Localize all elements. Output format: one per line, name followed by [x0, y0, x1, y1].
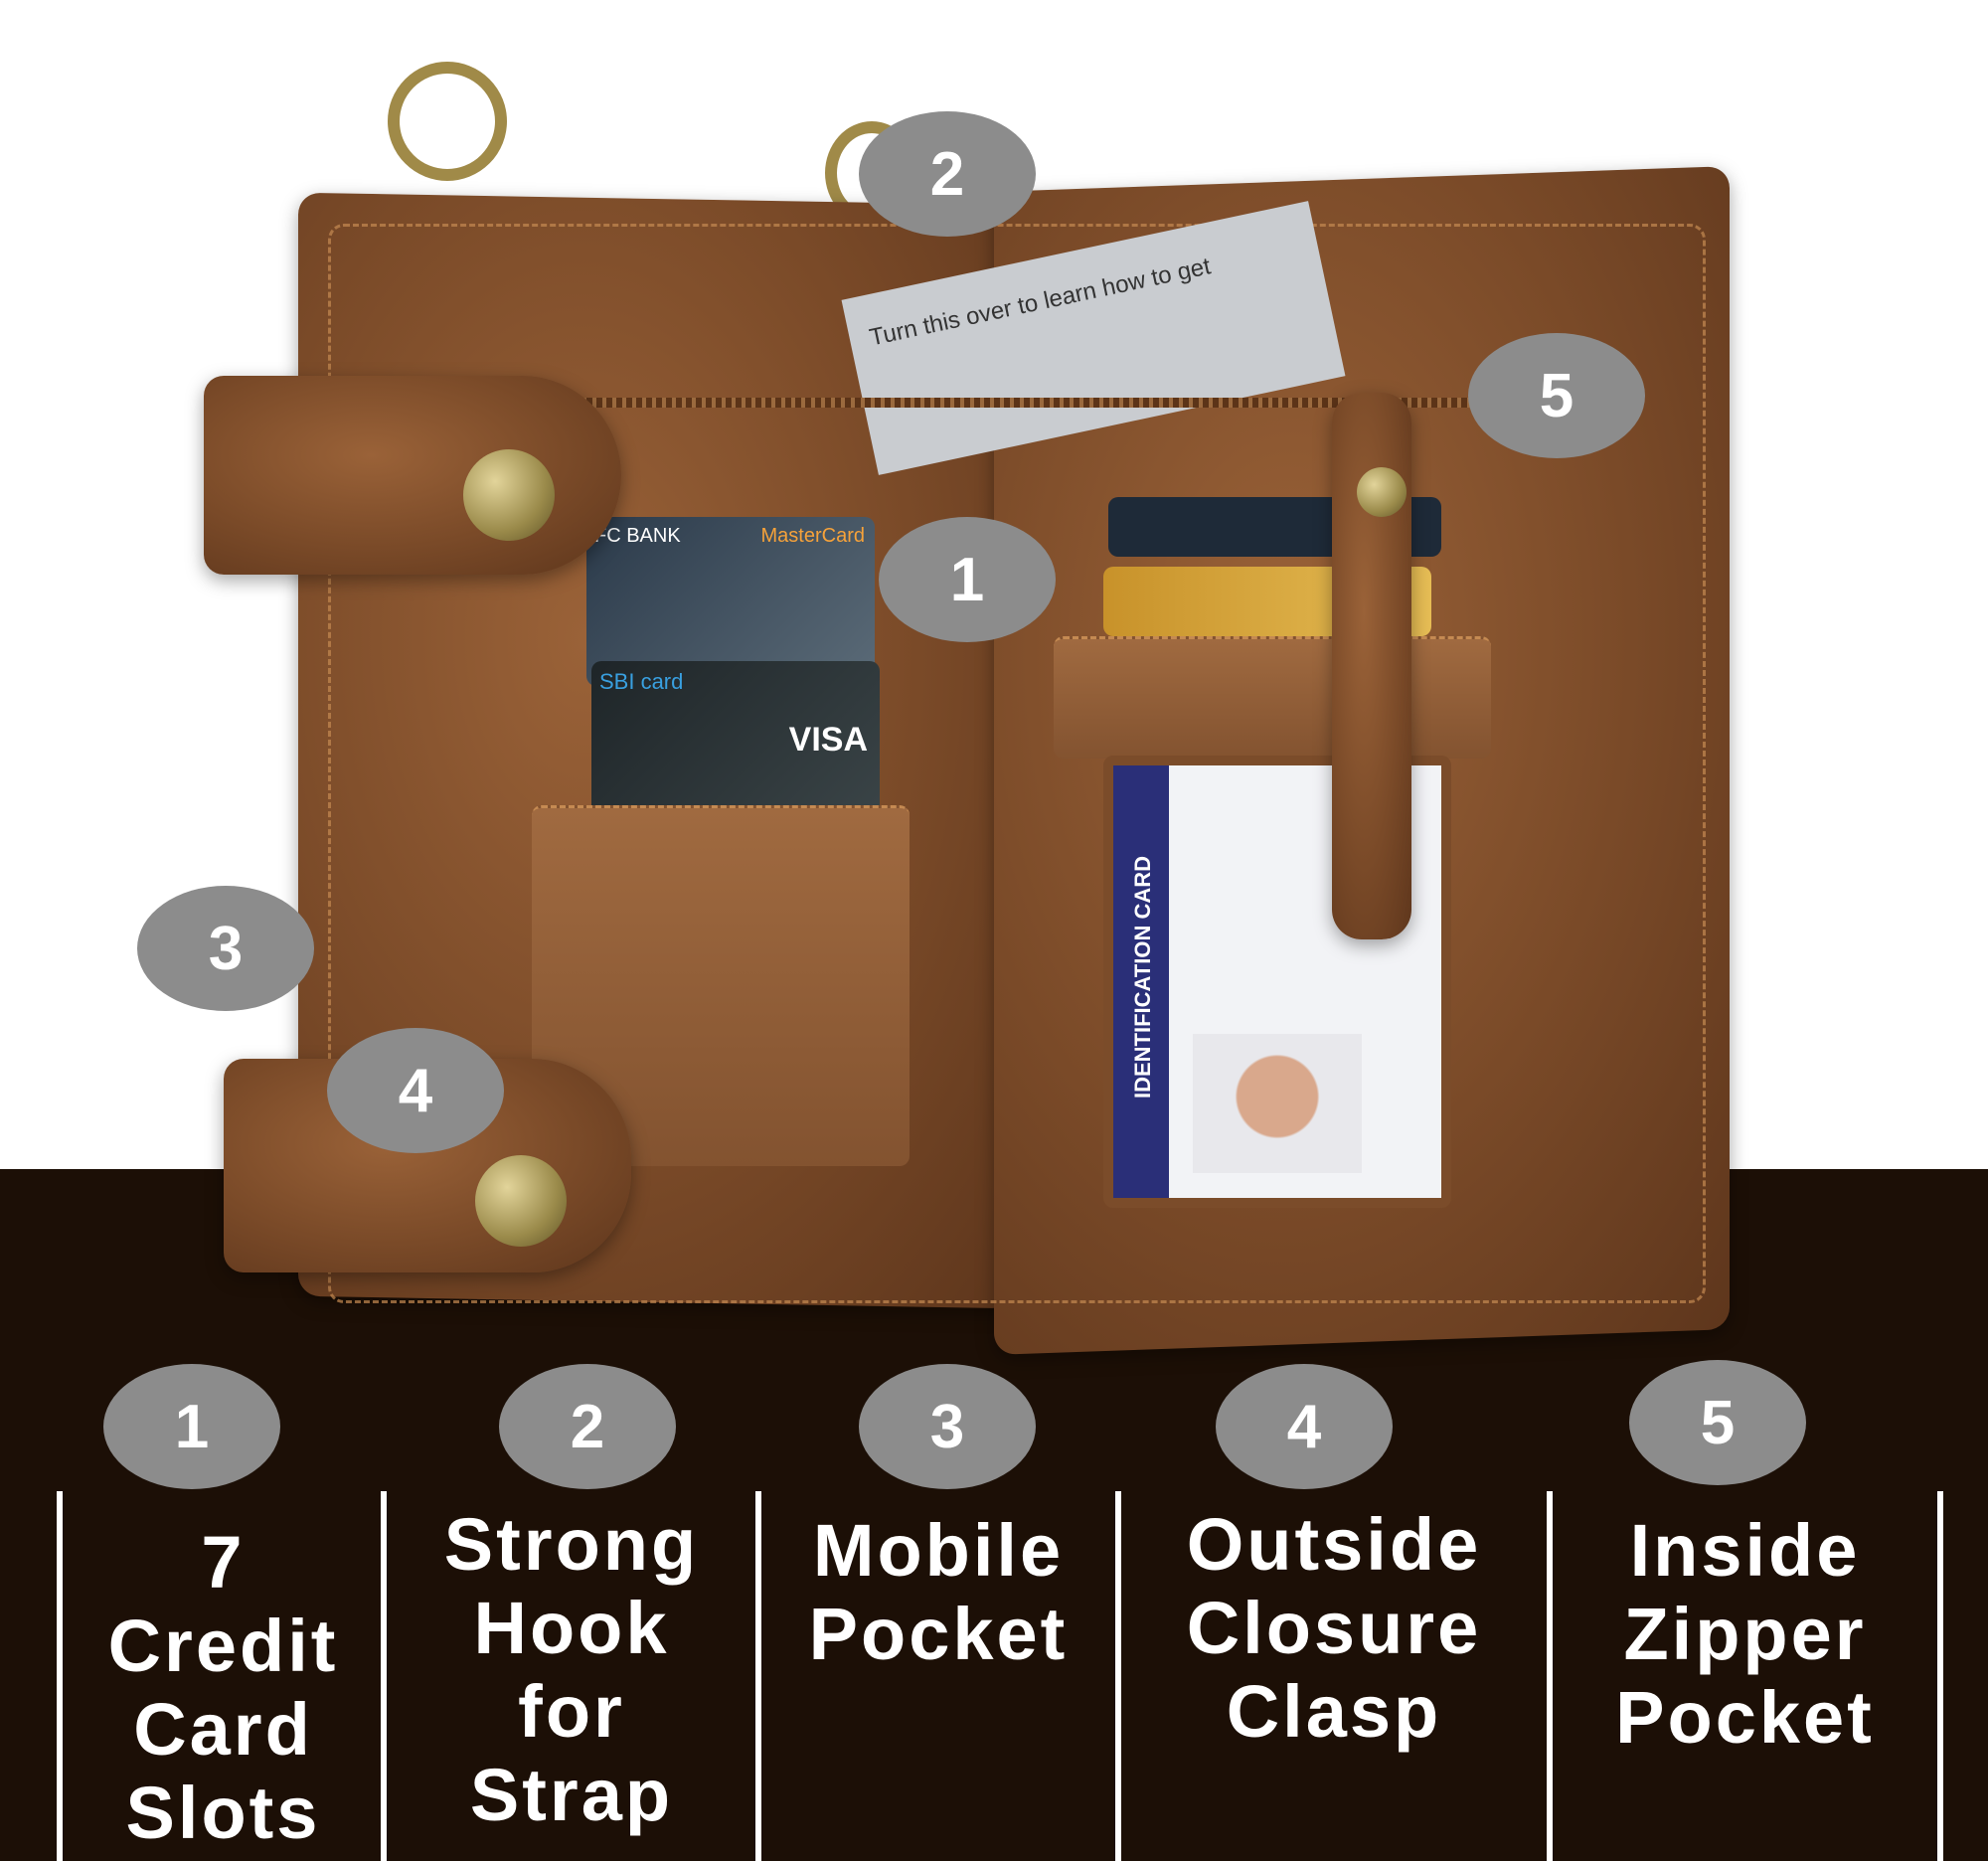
photo-callout-1: 1: [879, 517, 1056, 642]
column-divider: [1937, 1491, 1943, 1861]
card2-brand: VISA: [788, 721, 868, 759]
feature-badge-4: 4: [1216, 1364, 1393, 1489]
photo-callout-4: 4: [327, 1028, 504, 1153]
label-line: 7: [201, 1521, 246, 1604]
column-divider: [1547, 1491, 1553, 1861]
label-line: Credit: [107, 1605, 339, 1687]
clasp-strap-upper: [204, 376, 621, 575]
id-photo: [1193, 1034, 1362, 1173]
snap-button-clasp: [475, 1155, 567, 1247]
id-card-title: IDENTIFICATION CARD: [1130, 855, 1155, 1100]
feature-badge-5: 5: [1629, 1360, 1806, 1485]
credit-card-2: SBI card VISA: [591, 661, 880, 830]
card1-brand: MasterCard: [760, 525, 865, 547]
label-line: Clasp: [1226, 1670, 1442, 1753]
feature-label-mobile-pocket: Mobile Pocket: [761, 1509, 1115, 1676]
zipper: [577, 398, 1471, 408]
feature-badge-1: 1: [103, 1364, 280, 1489]
label-line: Pocket: [1615, 1676, 1875, 1759]
feature-badge-2: 2: [499, 1364, 676, 1489]
label-line: Strap: [469, 1754, 674, 1836]
label-line: Outside: [1186, 1503, 1482, 1586]
column-divider: [1115, 1491, 1121, 1861]
label-line: Zipper: [1623, 1593, 1867, 1675]
card2-bank: SBI card: [599, 669, 684, 694]
label-line: Slots: [125, 1772, 321, 1854]
label-line: Strong: [443, 1503, 700, 1586]
credit-card-1: FC BANK MasterCard: [586, 517, 875, 686]
d-ring-left: [388, 62, 507, 181]
card-pocket-right: [1054, 636, 1491, 759]
column-divider: [57, 1491, 63, 1861]
id-card-stripe: [1113, 765, 1169, 1198]
photo-callout-2: 2: [859, 111, 1036, 237]
feature-label-strong-hook: Strong Hook for Strap: [388, 1503, 755, 1837]
feature-label-outside-clasp: Outside Closure Clasp: [1121, 1503, 1547, 1754]
card1-bank: FC BANK: [594, 525, 681, 547]
label-line: Mobile: [812, 1509, 1065, 1592]
wallet-photo: Turn this over to learn how to get FC BA…: [137, 62, 1730, 1355]
feature-label-inside-zipper: Inside Zipper Pocket: [1553, 1509, 1937, 1760]
photo-callout-3: 3: [137, 886, 314, 1011]
feature-label-credit-card-slots: 7 Credit Card Slots: [66, 1521, 381, 1855]
feature-badge-3: 3: [859, 1364, 1036, 1489]
photo-callout-5: 5: [1468, 333, 1645, 458]
stitching: [328, 224, 1706, 1303]
label-line: for: [518, 1670, 625, 1753]
label-line: Inside: [1629, 1509, 1861, 1592]
label-line: Card: [133, 1688, 313, 1771]
snap-button-lower: [1357, 467, 1407, 517]
column-divider: [381, 1491, 387, 1861]
label-line: Pocket: [808, 1593, 1069, 1675]
label-line: Closure: [1186, 1587, 1482, 1669]
snap-button-upper: [463, 449, 555, 541]
label-line: Hook: [473, 1587, 670, 1669]
column-divider: [755, 1491, 761, 1861]
